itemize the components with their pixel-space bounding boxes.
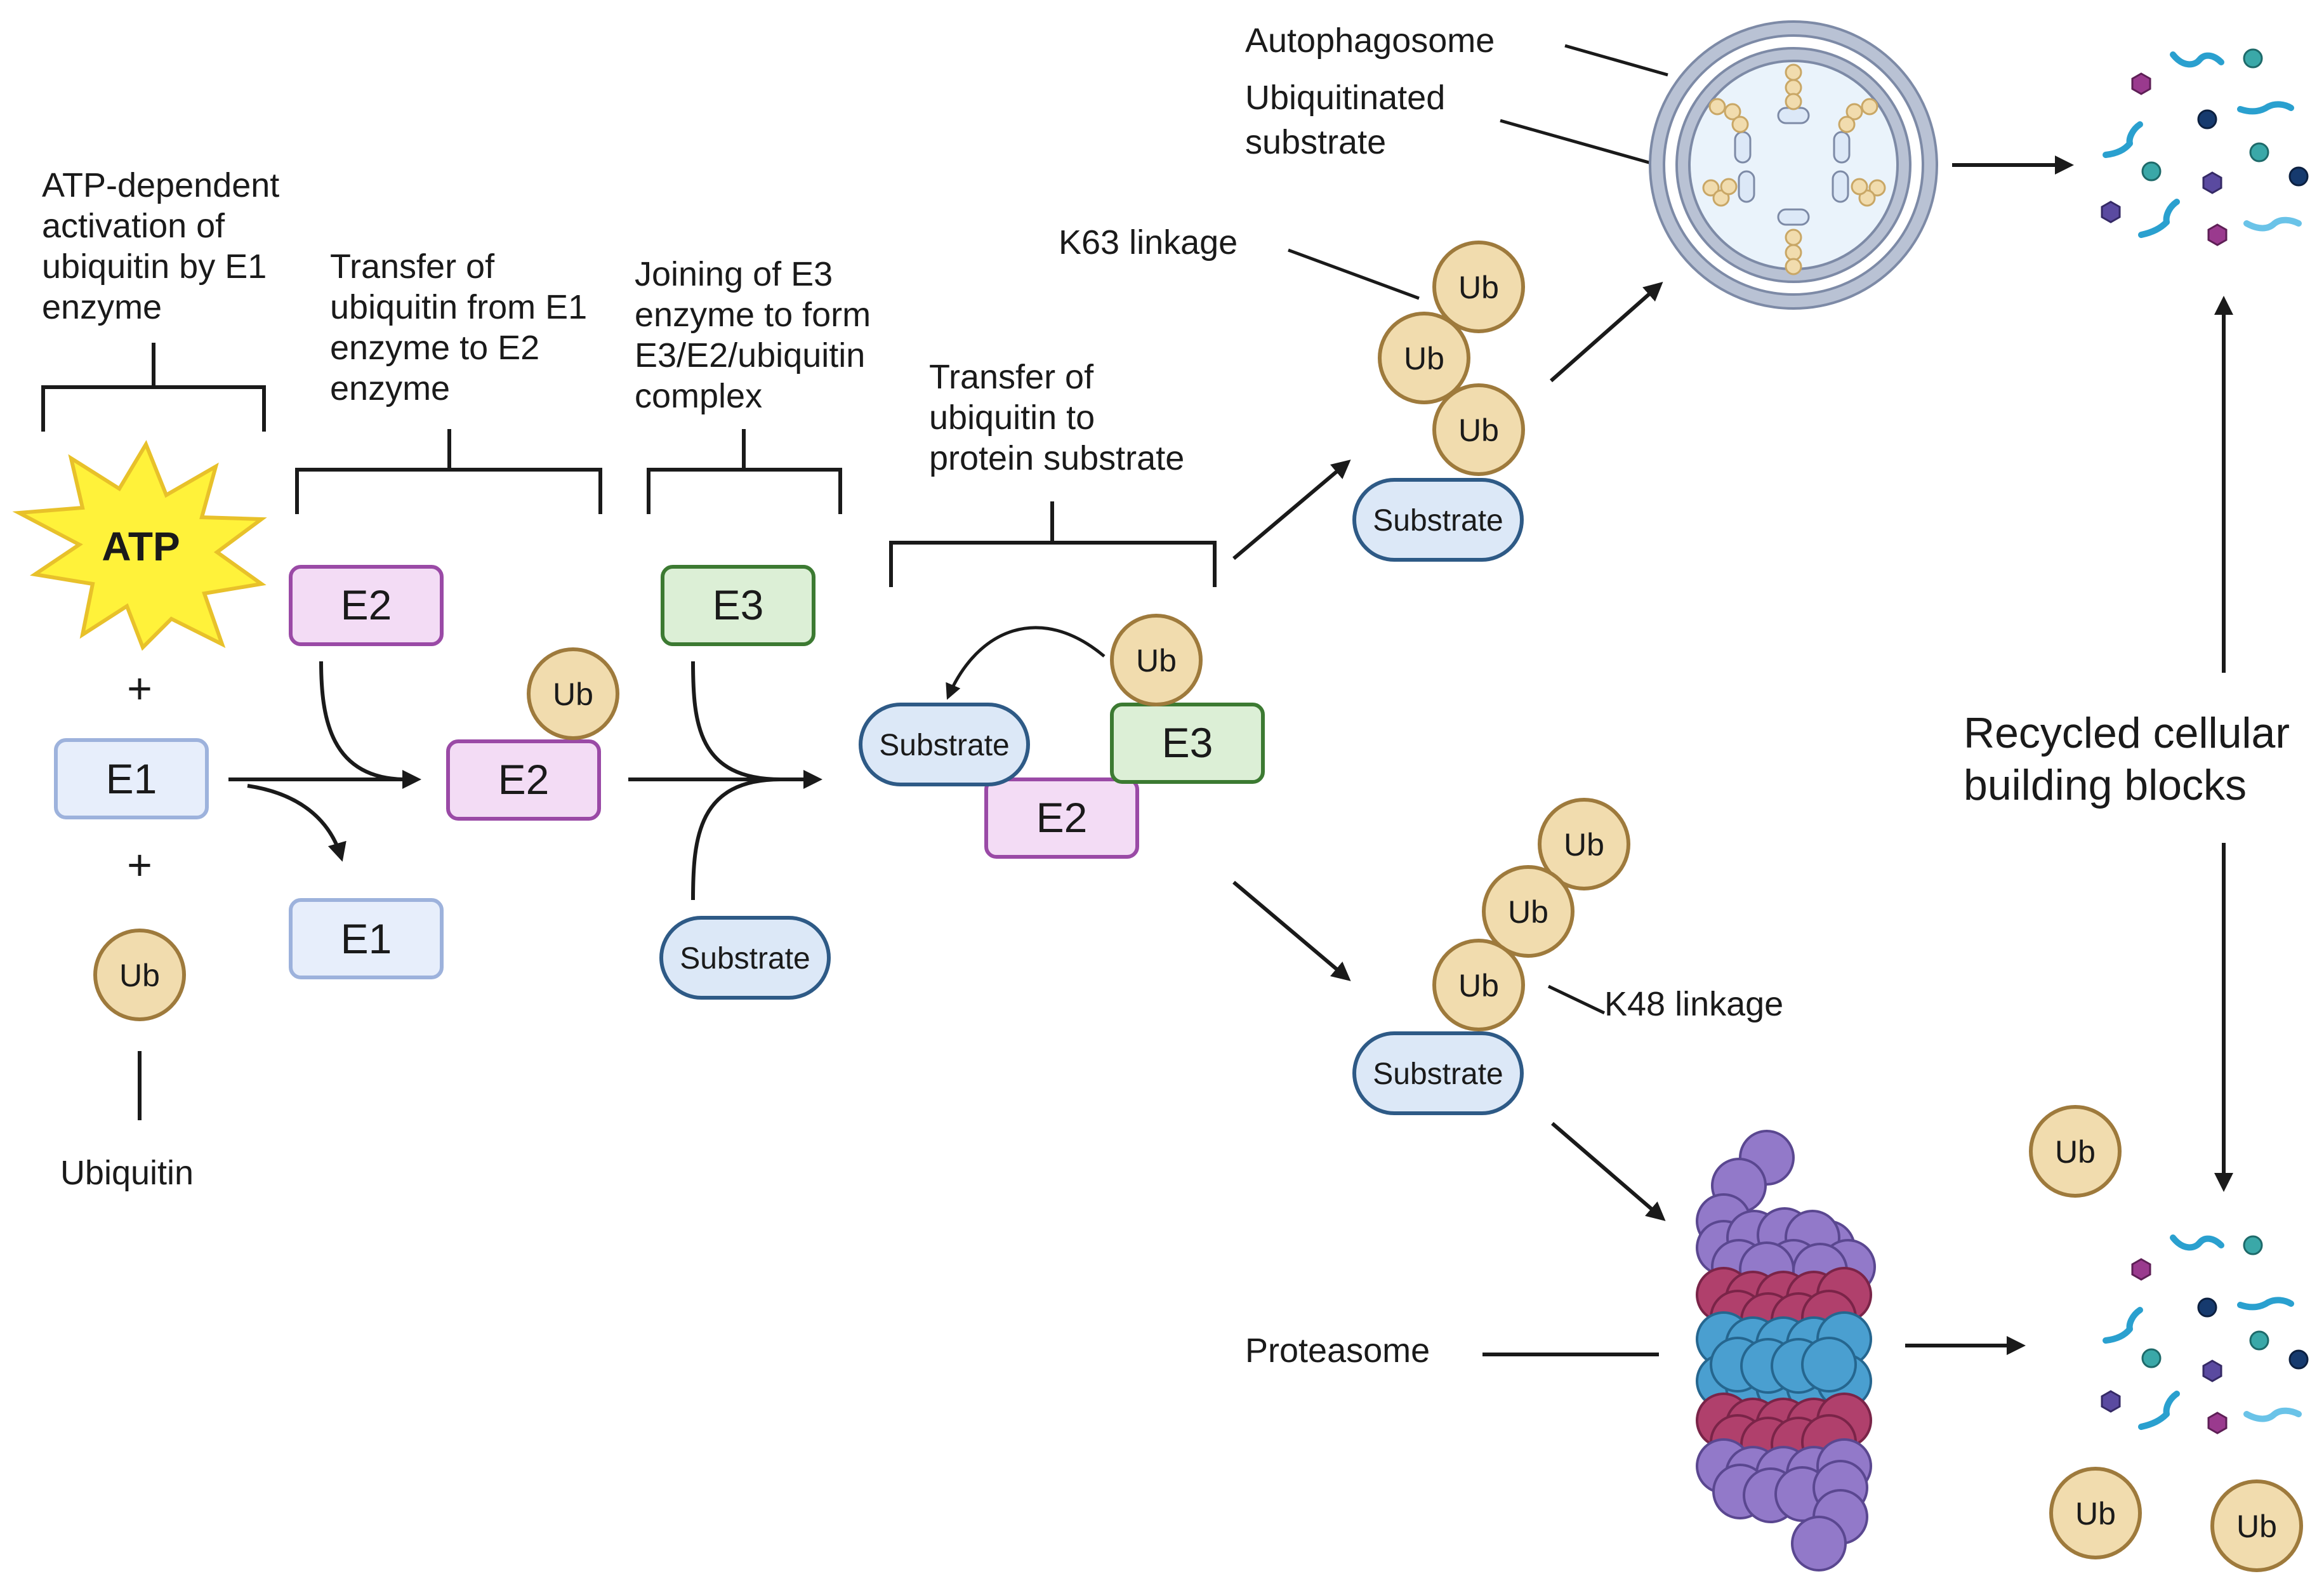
e3-free-label: E3: [713, 581, 764, 628]
k48-pointer-line: [1547, 984, 1606, 1015]
free-ub-2-label: Ub: [2075, 1496, 2116, 1532]
e2-charged-label: E2: [498, 756, 550, 803]
ub-on-e2-label: Ub: [553, 677, 593, 712]
k48-ub-1-label: Ub: [1564, 827, 1604, 863]
recycled-blocks-bottom: [2101, 1234, 2309, 1434]
e3-box-free: [661, 565, 815, 646]
ub-on-e2: [527, 647, 619, 740]
e1-box-released: [289, 898, 444, 979]
arrow-substrate-merge: [691, 777, 781, 901]
caption-atp-activation: ATP-dependent activation of ubiquitin by…: [42, 166, 289, 326]
e2-box-charged: [446, 739, 601, 821]
caption-recycled: Recycled cellular building blocks: [1964, 709, 2302, 809]
e1-released-label: E1: [341, 915, 392, 962]
k63-pointer-line: [1288, 248, 1420, 300]
arrow-e2-merge: [319, 661, 407, 781]
k63-ub-1-label: Ub: [1458, 270, 1499, 305]
e3-complex-label: E3: [1162, 719, 1213, 766]
e2-box-free: [289, 565, 444, 646]
bracket-atp-activation: [41, 343, 266, 432]
autophagosome-pointer-line: [1564, 44, 1668, 77]
substrate-complex-label: Substrate: [879, 729, 1009, 762]
bracket-transfer-substrate: [889, 501, 1217, 587]
k63-substrate-label: Substrate: [1373, 504, 1503, 538]
arrow-ub-transfer: [946, 626, 1106, 700]
substrate-free-label: Substrate: [680, 942, 810, 976]
ubiquitin-ub-label: Ub: [119, 958, 160, 993]
e2-free-label: E2: [341, 581, 392, 628]
e3-box-complex: [1110, 703, 1265, 784]
e2-complex-label: E2: [1036, 794, 1088, 841]
k48-substrate-label: Substrate: [1373, 1057, 1503, 1091]
proteasome: [1696, 1130, 1876, 1571]
free-ub-1-label: Ub: [2055, 1134, 2096, 1170]
caption-joining-e3: Joining of E3 enzyme to form E3/E2/ubiqu…: [635, 255, 880, 415]
recycled-blocks-top: [2101, 48, 2309, 246]
arrow-e3-merge: [691, 661, 781, 781]
plus-sign-2: +: [127, 841, 152, 889]
substrate-pill-complex: [859, 703, 1030, 786]
free-ub-3-label: Ub: [2236, 1509, 2277, 1544]
k48-ub-3-label: Ub: [1458, 968, 1499, 1003]
free-ub-3: [2210, 1479, 2303, 1572]
k63-ub-2: [1378, 312, 1470, 404]
caption-autophagosome: Autophagosome: [1245, 22, 1495, 60]
autophagosome: [1649, 20, 1938, 310]
caption-transfer-substrate: Transfer of ubiquitin to protein substra…: [929, 358, 1184, 477]
ub-on-complex-label: Ub: [1136, 643, 1177, 678]
k48-ub-3: [1432, 939, 1525, 1031]
caption-proteasome: Proteasome: [1245, 1332, 1430, 1370]
atp-starburst: [12, 440, 267, 651]
k48-ub-2: [1482, 865, 1575, 958]
free-ub-1: [2029, 1105, 2122, 1198]
arrow-to-k63: [1232, 460, 1351, 560]
arrow-e1-release: [247, 784, 347, 862]
ubiquitin-circle: [93, 929, 186, 1021]
k48-ub-2-label: Ub: [1508, 894, 1548, 930]
caption-ubiquitinated-substrate: Ubiquitinated substrate: [1245, 79, 1455, 161]
caption-transfer-e1-e2: Transfer of ubiquitin from E1 enzyme to …: [330, 248, 597, 407]
caption-k48-linkage: K48 linkage: [1604, 985, 1783, 1023]
plus-sign-1: +: [127, 665, 152, 713]
e1-label: E1: [106, 755, 157, 802]
ub-on-complex: [1110, 614, 1203, 706]
substrate-pill-free: [659, 916, 831, 1000]
arrow-to-k48: [1232, 880, 1351, 981]
atp-label: ATP: [102, 524, 180, 569]
bracket-joining-e3: [647, 429, 842, 514]
caption-k63-linkage: K63 linkage: [1059, 223, 1238, 261]
k48-substrate-pill: [1352, 1031, 1524, 1115]
k48-ub-1: [1538, 798, 1630, 890]
e1-box: [54, 738, 209, 819]
caption-ubiquitin: Ubiquitin: [60, 1154, 194, 1192]
free-ub-2: [2049, 1467, 2142, 1559]
k63-ub-3: [1432, 383, 1525, 476]
k63-ub-3-label: Ub: [1458, 413, 1499, 448]
k63-ub-1: [1432, 241, 1525, 333]
k63-ub-2-label: Ub: [1404, 341, 1444, 376]
arrow-to-proteasome: [1551, 1122, 1666, 1221]
arrow-to-autophagosome: [1550, 282, 1663, 383]
k63-substrate-pill: [1352, 478, 1524, 562]
e2-box-complex: [984, 777, 1139, 859]
bracket-transfer-e1-e2: [295, 429, 602, 514]
